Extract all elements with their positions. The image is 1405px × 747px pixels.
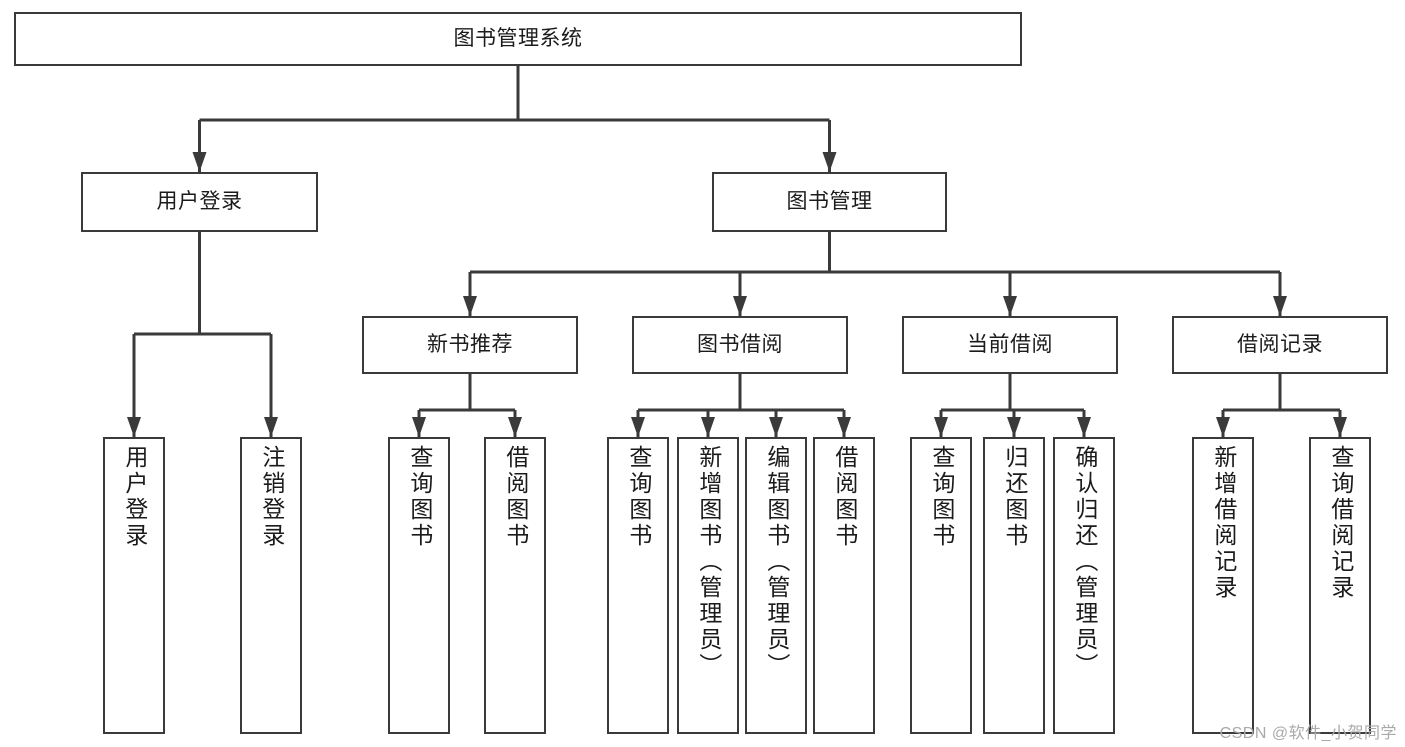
node-label: 编辑图书（管理员） bbox=[763, 445, 790, 679]
arrowhead-leaf-add-record bbox=[1216, 417, 1230, 437]
arrowhead-leaf-query-book-3 bbox=[934, 417, 948, 437]
arrowhead-book-manage bbox=[822, 152, 837, 172]
arrowhead-leaf-borrow-book-2 bbox=[837, 417, 851, 437]
node-label: 借阅图书 bbox=[502, 445, 529, 549]
arrowhead-leaf-query-record bbox=[1333, 417, 1347, 437]
node-leaf-user-login[interactable]: 用户登录 bbox=[103, 437, 165, 734]
node-leaf-add-book[interactable]: 新增图书（管理员） bbox=[677, 437, 739, 734]
node-book-borrow[interactable]: 图书借阅 bbox=[632, 316, 848, 374]
node-label: 新书推荐 bbox=[427, 333, 513, 357]
node-root[interactable]: 图书管理系统 bbox=[14, 12, 1022, 66]
arrowhead-leaf-confirm-return bbox=[1077, 417, 1091, 437]
node-label: 图书管理系统 bbox=[453, 27, 583, 51]
node-label: 用户登录 bbox=[156, 190, 243, 214]
arrowhead-new-book-rec bbox=[463, 296, 477, 316]
arrowhead-book-borrow bbox=[733, 296, 747, 316]
arrowhead-borrow-record bbox=[1273, 296, 1287, 316]
arrowhead-leaf-borrow-book-1 bbox=[508, 417, 522, 437]
arrowhead-leaf-add-book bbox=[701, 417, 715, 437]
node-label: 图书借阅 bbox=[697, 333, 783, 357]
node-leaf-borrow-book-2[interactable]: 借阅图书 bbox=[813, 437, 875, 734]
node-label: 查询图书 bbox=[625, 445, 652, 549]
node-leaf-borrow-book-1[interactable]: 借阅图书 bbox=[484, 437, 546, 734]
node-label: 借阅图书 bbox=[831, 445, 858, 549]
node-leaf-edit-book[interactable]: 编辑图书（管理员） bbox=[745, 437, 807, 734]
node-label: 归还图书 bbox=[1001, 445, 1028, 549]
node-label: 图书管理 bbox=[786, 190, 873, 214]
node-new-book-rec[interactable]: 新书推荐 bbox=[362, 316, 578, 374]
node-label: 查询图书 bbox=[406, 445, 433, 549]
arrowhead-leaf-logout bbox=[264, 417, 278, 437]
node-leaf-add-record[interactable]: 新增借阅记录 bbox=[1192, 437, 1254, 734]
node-user-login[interactable]: 用户登录 bbox=[81, 172, 318, 232]
arrowhead-leaf-edit-book bbox=[769, 417, 783, 437]
arrowhead-leaf-query-book-1 bbox=[412, 417, 426, 437]
node-leaf-return-book[interactable]: 归还图书 bbox=[983, 437, 1045, 734]
node-leaf-query-book-2[interactable]: 查询图书 bbox=[607, 437, 669, 734]
arrowhead-user-login bbox=[192, 152, 207, 172]
node-label: 注销登录 bbox=[258, 445, 285, 549]
node-book-manage[interactable]: 图书管理 bbox=[712, 172, 947, 232]
node-leaf-query-book-3[interactable]: 查询图书 bbox=[910, 437, 972, 734]
arrowhead-current-borrow bbox=[1003, 296, 1017, 316]
node-current-borrow[interactable]: 当前借阅 bbox=[902, 316, 1118, 374]
node-label: 新增借阅记录 bbox=[1210, 445, 1237, 601]
node-label: 用户登录 bbox=[121, 445, 148, 549]
node-label: 查询借阅记录 bbox=[1327, 445, 1354, 601]
node-leaf-query-record[interactable]: 查询借阅记录 bbox=[1309, 437, 1371, 734]
node-leaf-logout[interactable]: 注销登录 bbox=[240, 437, 302, 734]
node-label: 确认归还（管理员） bbox=[1071, 445, 1098, 679]
node-label: 新增图书（管理员） bbox=[695, 445, 722, 679]
arrowhead-leaf-user-login bbox=[127, 417, 141, 437]
node-leaf-query-book-1[interactable]: 查询图书 bbox=[388, 437, 450, 734]
node-label: 当前借阅 bbox=[967, 333, 1053, 357]
node-borrow-record[interactable]: 借阅记录 bbox=[1172, 316, 1388, 374]
arrowhead-leaf-query-book-2 bbox=[631, 417, 645, 437]
arrowhead-leaf-return-book bbox=[1007, 417, 1021, 437]
watermark: CSDN @软件_小贺同学 bbox=[1219, 725, 1397, 742]
node-label: 查询图书 bbox=[928, 445, 955, 549]
node-leaf-confirm-return[interactable]: 确认归还（管理员） bbox=[1053, 437, 1115, 734]
node-label: 借阅记录 bbox=[1237, 333, 1323, 357]
